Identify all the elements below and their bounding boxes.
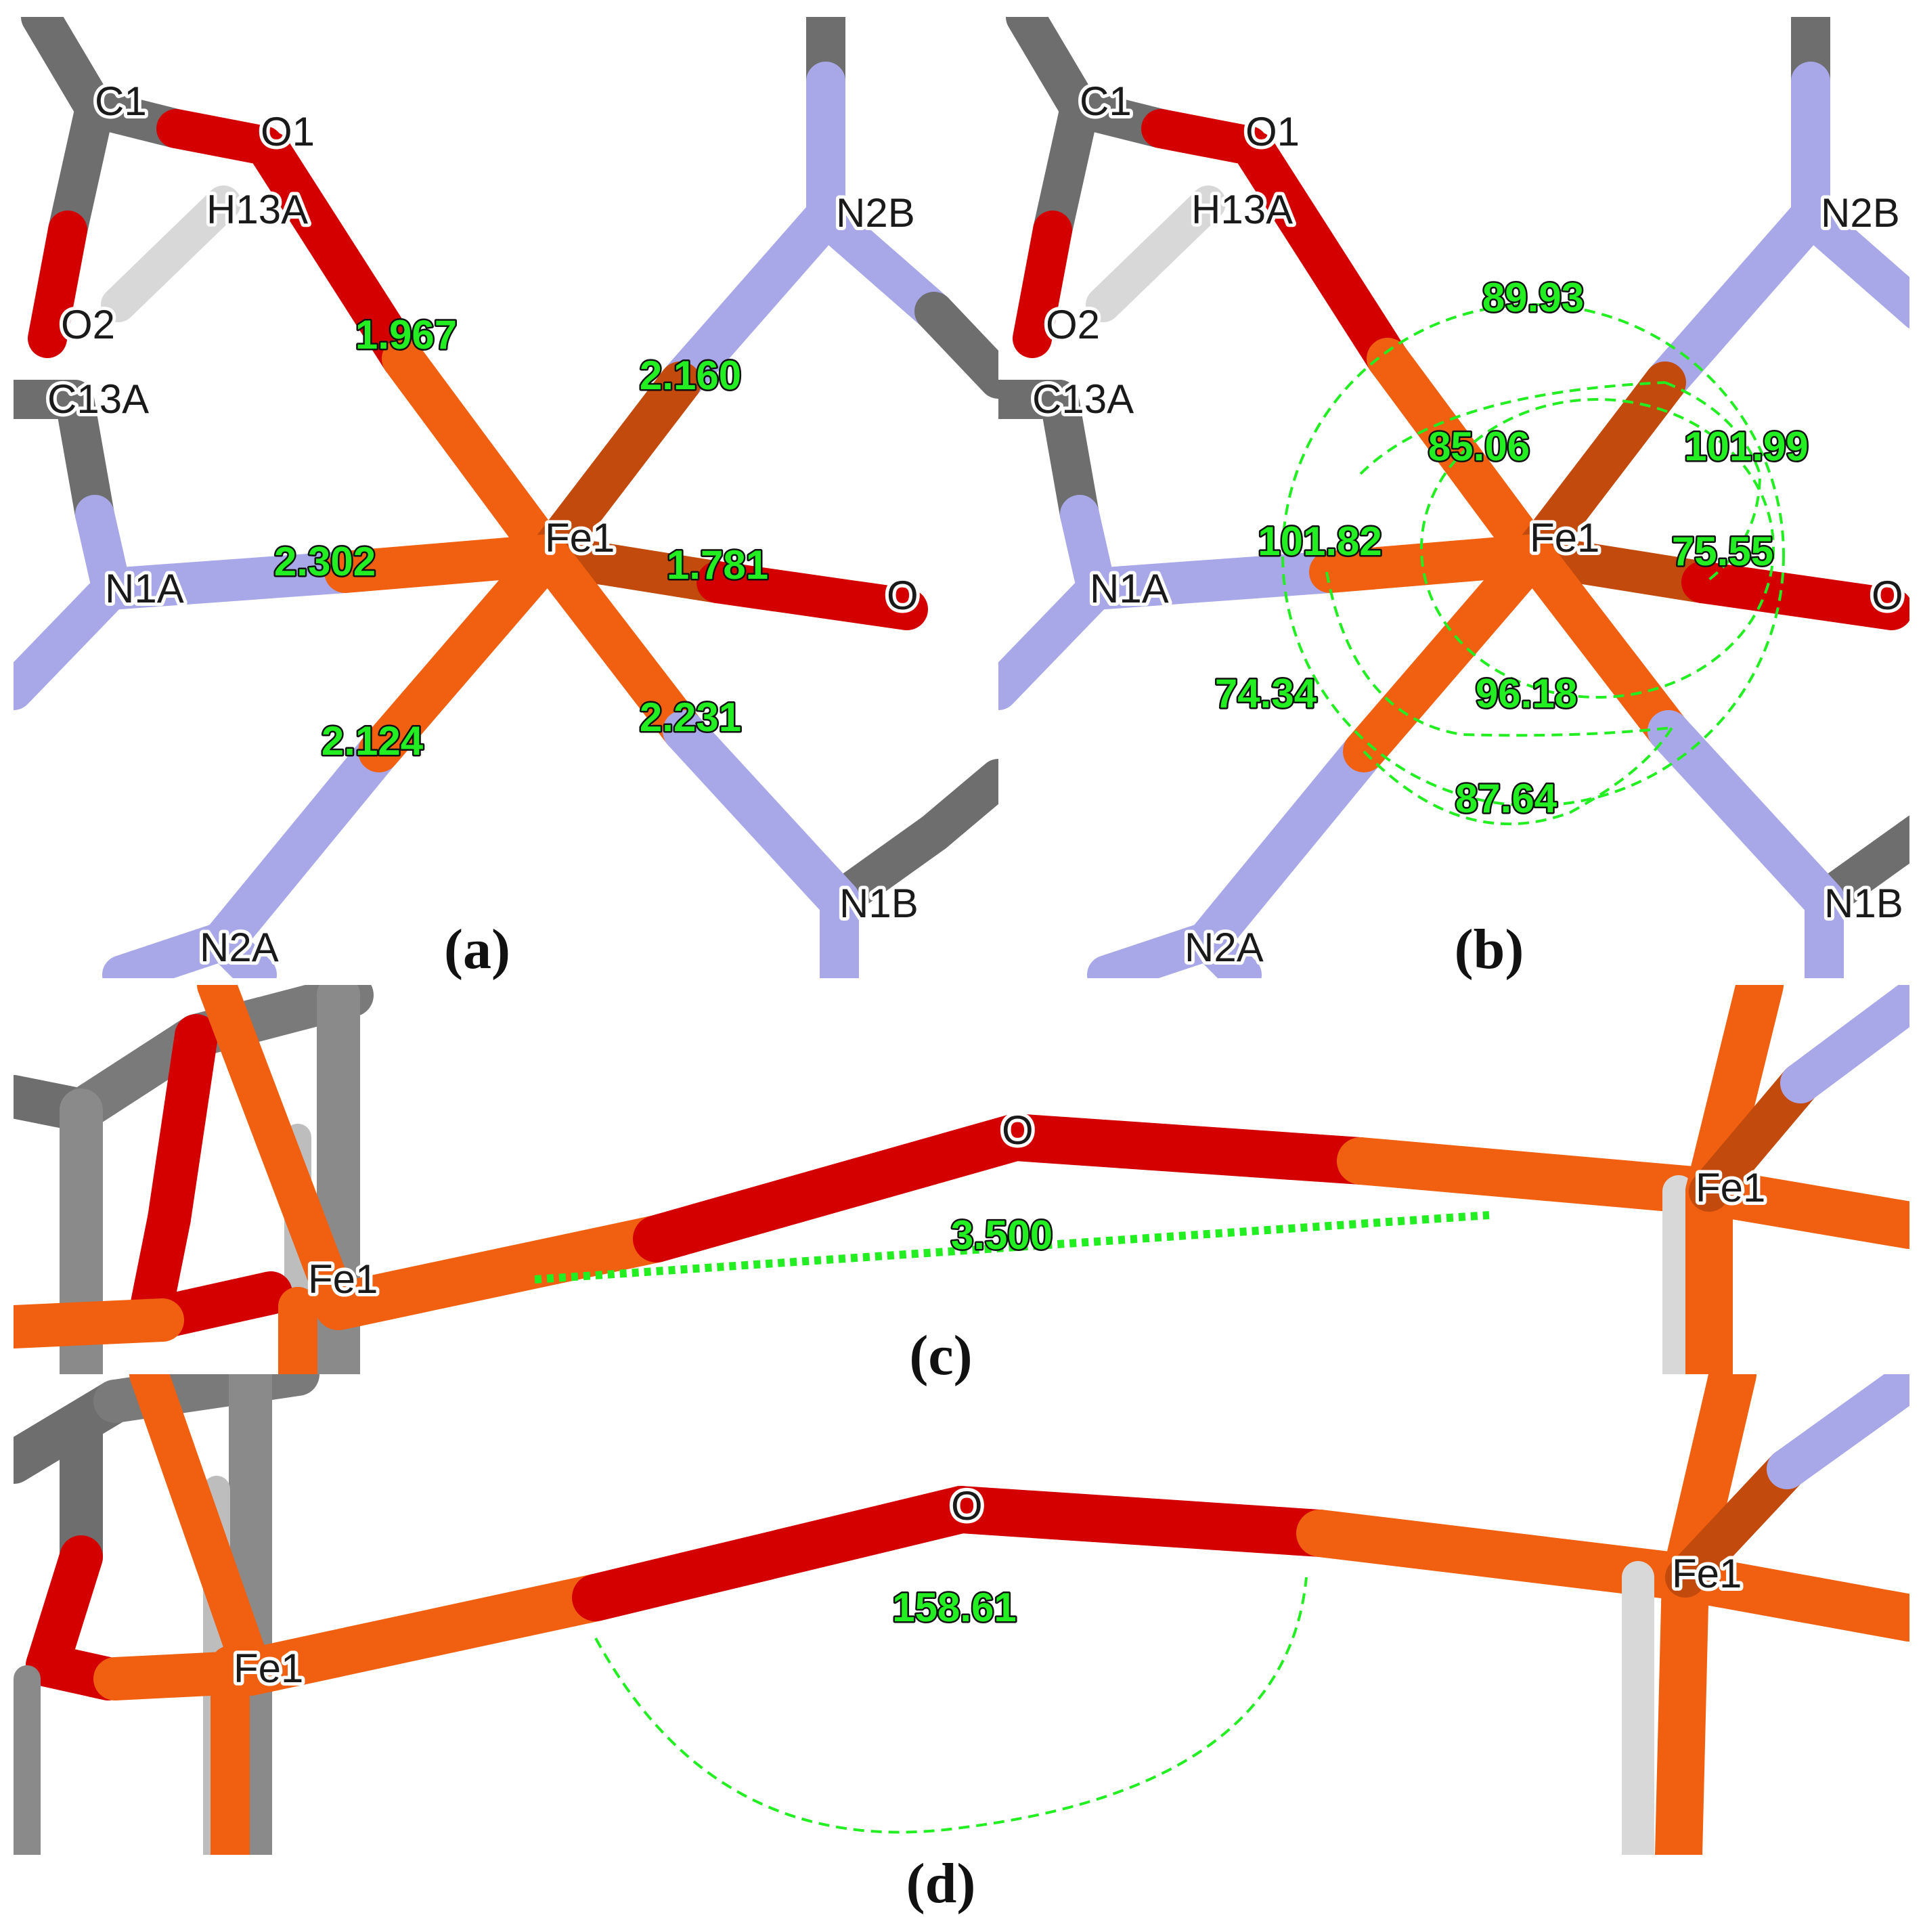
panel-d-fe-o-fe-angle: Fe1 O Fe1 158.61 — [14, 1374, 1909, 1855]
atom-label-fe1-right: Fe1 — [1672, 1551, 1742, 1596]
panel-d-angle-arc — [594, 1577, 1308, 1834]
panel-c-fe-fe-distance-line — [534, 1211, 1490, 1283]
atom-label-n2b: N2B — [1821, 190, 1900, 236]
panel-letter-b: (b) — [1455, 918, 1524, 981]
panel-b-angle-arcs — [1281, 303, 1785, 826]
bond-length-fe1-n2a: 2.124 — [322, 718, 424, 764]
atom-label-n2a: N2A — [200, 925, 279, 970]
atom-label-fe1: Fe1 — [1530, 515, 1599, 561]
bond-length-fe1-n1a: 2.302 — [274, 539, 376, 584]
bond-angle-label-8: 87.64 — [1455, 776, 1557, 821]
panel-c-bonds — [14, 985, 1909, 1374]
atom-label-h13a: H13A — [206, 187, 308, 232]
atom-label-n2b: N2B — [836, 190, 915, 236]
bond-angle-label-4: 101.82 — [1258, 519, 1382, 564]
atom-label-c1: C1 — [1080, 79, 1132, 124]
atom-label-o1: O1 — [1245, 109, 1300, 154]
bond-length-fe1-n1b: 2.231 — [640, 695, 741, 740]
atom-label-fe1-left: Fe1 — [234, 1646, 303, 1691]
atom-label-fe1-right: Fe1 — [1696, 1165, 1765, 1210]
panel-c-fe-fe-distance: Fe1 O Fe1 3.500 — [14, 985, 1909, 1374]
bond-length-fe1-o: 1.781 — [667, 542, 768, 588]
panel-b-bond-angles: C1 O1 H13A O2 C13A N1A N2A Fe1 O N2B N1B… — [998, 17, 1909, 978]
atom-label-c1: C1 — [95, 79, 147, 124]
fe-fe-distance-label: 3.500 — [951, 1212, 1053, 1258]
atom-label-h13a: H13A — [1191, 187, 1293, 232]
atom-label-c13a: C13A — [1032, 376, 1134, 422]
bond-angle-label-6: 74.34 — [1215, 671, 1317, 716]
atom-label-o: O — [1872, 573, 1903, 618]
bond-angle-o1-fe1-n2b: 89.93 — [1482, 275, 1584, 320]
panel-letter-a: (a) — [444, 918, 510, 981]
atom-label-n1b: N1B — [839, 881, 919, 926]
fe-o-fe-angle-label: 158.61 — [892, 1585, 1017, 1630]
atom-label-o2: O2 — [1046, 302, 1100, 347]
atom-label-o: O — [1002, 1107, 1034, 1153]
bond-length-fe1-o1: 1.967 — [355, 312, 457, 357]
panel-a-bond-lengths: C1 O1 H13A O2 C13A N1A N2A Fe1 O N2B N1B… — [14, 17, 998, 978]
atom-label-o: O — [951, 1483, 983, 1529]
atom-label-n2a: N2A — [1185, 925, 1264, 970]
panel-b-bonds — [998, 17, 1909, 978]
panel-a-bonds — [14, 17, 998, 978]
bond-angle-label-2: 85.06 — [1428, 424, 1530, 469]
atom-label-n1a: N1A — [105, 566, 184, 611]
panel-d-bonds — [14, 1374, 1909, 1855]
panel-letter-d: (d) — [906, 1852, 976, 1915]
atom-label-o1: O1 — [261, 109, 315, 154]
bond-angle-label-5: 75.55 — [1672, 529, 1773, 574]
atom-label-o: O — [887, 573, 919, 618]
atom-label-c13a: C13A — [47, 376, 149, 422]
atom-label-fe1-left: Fe1 — [308, 1256, 378, 1302]
atom-label-n1b: N1B — [1824, 881, 1903, 926]
panel-letter-c: (c) — [909, 1324, 972, 1387]
bond-angle-label-7: 96.18 — [1476, 671, 1577, 716]
bond-angle-label-3: 101.99 — [1684, 424, 1809, 469]
bond-length-fe1-n2b: 2.160 — [640, 353, 741, 398]
atom-label-n1a: N1A — [1090, 566, 1169, 611]
atom-label-fe1: Fe1 — [545, 515, 615, 561]
atom-label-o2: O2 — [61, 302, 115, 347]
